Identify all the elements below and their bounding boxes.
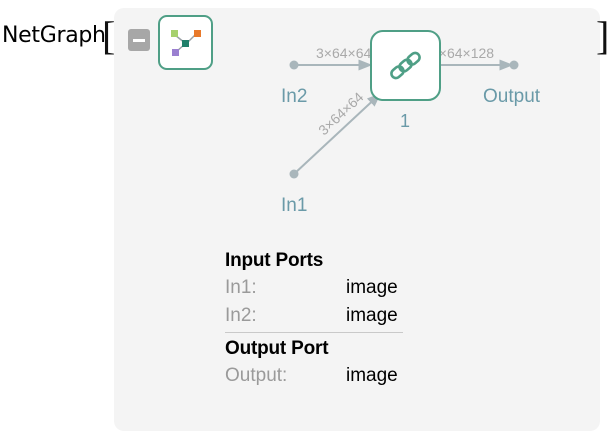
open-bracket: [ — [102, 13, 116, 58]
chain-link-icon — [390, 51, 421, 80]
close-bracket: ] — [596, 13, 609, 58]
input-port-name: In1: — [225, 277, 257, 298]
output-port-type: image — [346, 365, 398, 386]
netgraph-head-label: NetGraph — [2, 23, 106, 48]
input-port-name: In2: — [225, 305, 257, 326]
edge-in1-layer — [293, 93, 382, 175]
in2-shape-label: 3×64×64 — [316, 45, 371, 61]
graph-glyph — [171, 30, 201, 56]
in1-port-label[interactable]: In1 — [281, 195, 308, 216]
input-port-row: In1: image — [225, 274, 403, 302]
output-port-name: Output: — [225, 365, 288, 386]
in2-port-label[interactable]: In2 — [281, 86, 308, 107]
port-info-table: Input Ports In1: image In2: image Output… — [225, 248, 403, 390]
input-port-type: image — [346, 305, 398, 326]
divider — [225, 332, 403, 333]
output-port-label[interactable]: Output — [483, 86, 541, 107]
output-port-row: Output: image — [225, 362, 403, 390]
input-port-type: image — [346, 277, 398, 298]
layer-index-label: 1 — [400, 111, 411, 131]
output-port-title: Output Port — [225, 338, 329, 359]
input-ports-title: Input Ports — [225, 250, 324, 271]
output-shape-label: 6×64×128 — [431, 45, 494, 61]
in1-port-dot — [289, 169, 299, 179]
layer-node[interactable] — [370, 30, 441, 101]
netgraph-icon[interactable] — [158, 15, 213, 70]
in2-port-dot — [289, 60, 299, 70]
collapse-button[interactable] — [128, 29, 150, 51]
output-port-dot — [509, 60, 519, 70]
input-port-row: In2: image — [225, 302, 403, 330]
summary-panel — [114, 8, 600, 431]
